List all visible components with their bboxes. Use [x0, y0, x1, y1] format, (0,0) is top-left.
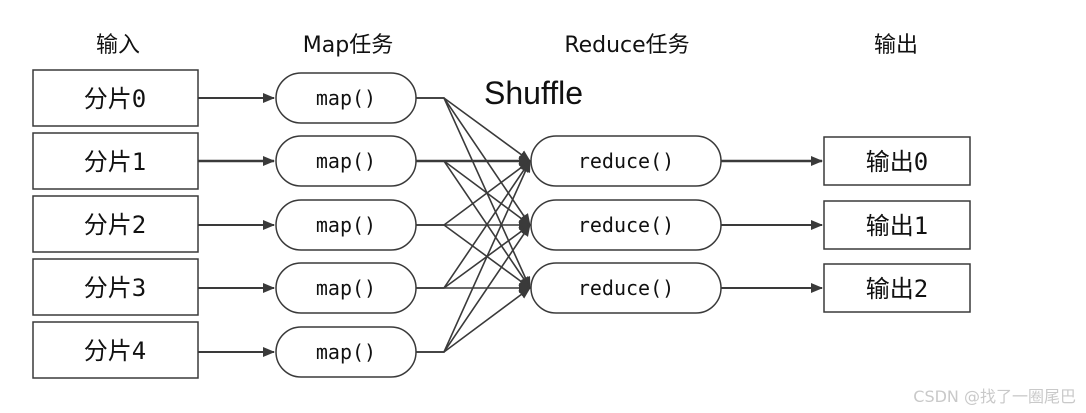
map-task-label: map(): [316, 340, 376, 364]
output-label: 输出1: [866, 212, 928, 240]
header-input: 输入: [96, 33, 140, 58]
edge-map0-reduce2: [416, 97, 531, 289]
map-task-2: map(): [275, 199, 417, 251]
reduce-task-0: reduce(): [530, 135, 722, 187]
map-task-3: map(): [275, 262, 417, 314]
map-task-label: map(): [316, 213, 376, 237]
edge-map4-reduce2: [416, 287, 531, 353]
output-label: 输出0: [866, 148, 928, 176]
reduce-task-2: reduce(): [530, 262, 722, 314]
map-task-label: map(): [316, 276, 376, 300]
map-task-label: map(): [316, 86, 376, 110]
reduce-task-label: reduce(): [578, 213, 674, 237]
split-label: 分片0: [84, 85, 146, 113]
reduce-task-1: reduce(): [530, 199, 722, 251]
map-task-4: map(): [275, 326, 417, 378]
map-task-0: map(): [275, 72, 417, 124]
edge-map1-reduce1: [416, 160, 531, 226]
shuffle-label: Shuffle: [484, 75, 583, 111]
split-label: 分片1: [84, 148, 146, 176]
split-2: 分片2: [32, 195, 199, 253]
reduce-task-label: reduce(): [578, 276, 674, 300]
edge-map2-reduce2: [416, 224, 531, 289]
split-3: 分片3: [32, 258, 199, 316]
split-label: 分片3: [84, 274, 146, 302]
edge-map4-reduce0: [416, 160, 531, 353]
reduce-task-label: reduce(): [578, 149, 674, 173]
split-4: 分片4: [32, 321, 199, 379]
watermark: CSDN @找了一圈尾巴: [913, 387, 1076, 406]
output-2: 输出2: [823, 263, 971, 313]
edge-map3-reduce1: [416, 224, 531, 289]
split-label: 分片4: [84, 337, 146, 365]
edge-map2-reduce0: [416, 160, 531, 226]
map-task-1: map(): [275, 135, 417, 187]
split-1: 分片1: [32, 132, 199, 190]
map-task-label: map(): [316, 149, 376, 173]
header-map-tasks: Map任务: [303, 33, 393, 58]
output-label: 输出2: [866, 275, 928, 303]
split-label: 分片2: [84, 211, 146, 239]
shuffle-edges: [416, 97, 531, 353]
split-0: 分片0: [32, 69, 199, 127]
header-reduce-tasks: Reduce任务: [564, 33, 689, 58]
header-output: 输出: [874, 33, 918, 58]
output-1: 输出1: [823, 200, 971, 250]
output-0: 输出0: [823, 136, 971, 186]
